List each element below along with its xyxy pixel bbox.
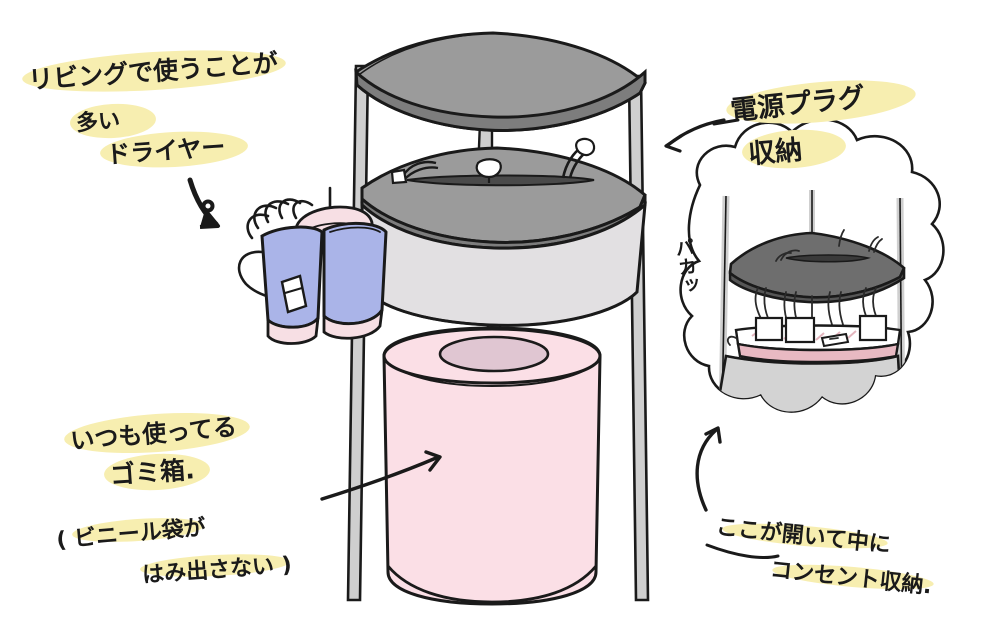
hairdryer: [237, 186, 388, 345]
detail-cloud-callout: [679, 118, 945, 519]
leader-line-bottom-right: [705, 543, 780, 559]
rack-leg-right: [627, 74, 650, 602]
arrow-to-detail: [695, 426, 722, 512]
arrow-to-hairdryer: [187, 177, 220, 229]
rack-top-shelf: [354, 31, 647, 132]
cord-slot: [406, 174, 595, 187]
arrow-to-shelf-top: [664, 118, 726, 153]
power-cords: [390, 137, 596, 185]
detail-trash-can: [748, 448, 876, 519]
trash-can: [382, 326, 602, 606]
arrow-to-trash-can: [320, 450, 442, 501]
